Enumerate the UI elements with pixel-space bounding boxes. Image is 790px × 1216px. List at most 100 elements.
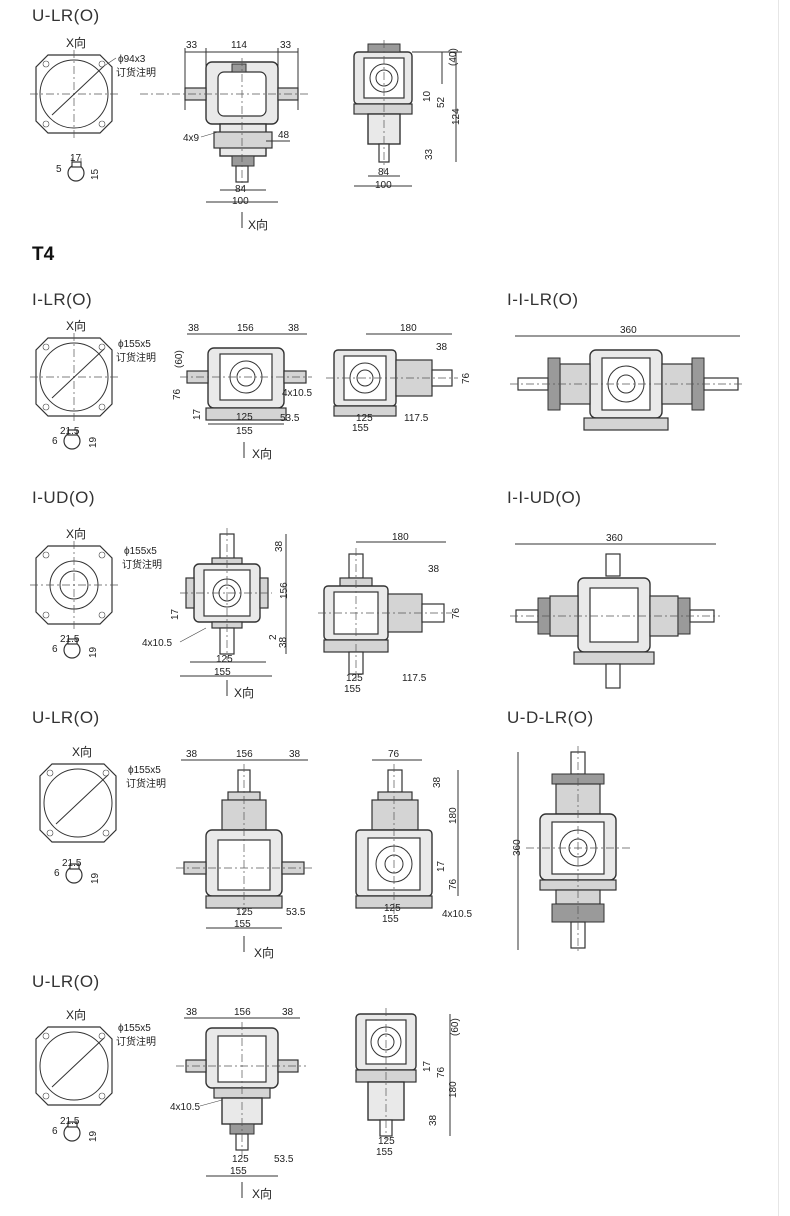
section-title-t4-iiud: I-I-UD(O)	[507, 488, 582, 507]
dim-76: 76	[436, 1066, 447, 1078]
dim-156: 156	[237, 323, 254, 334]
top-key-detail: 17 5 15	[56, 153, 101, 182]
dim-48: 48	[278, 130, 290, 141]
dim-4x10-5: 4x10.5	[142, 638, 172, 649]
dim-5: 5	[56, 164, 62, 175]
dim-125: 125	[236, 412, 253, 423]
dim-114: 114	[231, 40, 247, 51]
dim-53-5: 53.5	[286, 907, 306, 918]
dim-40p: (40)	[448, 48, 459, 66]
top-front-view: 33 114 33 4x9 48 84 100 X向	[140, 40, 308, 232]
dim-53-5: 53.5	[274, 1154, 294, 1165]
section-title-t4-udlr: U-D-LR(O)	[507, 708, 594, 727]
dim-155-side: 155	[344, 684, 361, 695]
dim-156: 156	[234, 1007, 251, 1018]
dim-100-side: 100	[375, 180, 392, 191]
dim-33-left: 33	[186, 40, 198, 51]
order-note: 订货注明	[116, 66, 156, 79]
view-label: X向	[72, 744, 92, 759]
ulr-flange-view: X向 ϕ155x5 订货注明	[39, 744, 166, 843]
dim-21-5: 21.5	[60, 1116, 80, 1127]
dim-38-right: 38	[282, 1007, 294, 1018]
dim-38-side: 38	[432, 776, 443, 788]
order-note: 订货注明	[116, 351, 156, 364]
dim-76-side: 76	[461, 372, 472, 384]
dim-17: 17	[170, 608, 181, 620]
dim-125: 125	[216, 654, 233, 665]
view-label-bottom: X向	[234, 685, 254, 700]
dim-180: 180	[400, 323, 417, 334]
dim-15: 15	[90, 168, 101, 180]
dim-155: 155	[230, 1166, 247, 1177]
dim-2: 2	[268, 634, 279, 640]
dim-125-side: 125	[384, 903, 401, 914]
section-title-top-ulr: U-LR(O)	[32, 6, 100, 25]
view-label: X向	[66, 1007, 86, 1022]
dim-17: 17	[422, 1060, 433, 1072]
dim-38-side: 38	[428, 1114, 439, 1126]
dim-21-5: 21.5	[60, 634, 80, 645]
dim-4x10-5: 4x10.5	[442, 909, 472, 920]
dim-125-side: 125	[346, 673, 363, 684]
dim-38-left: 38	[186, 749, 198, 760]
dim-19: 19	[88, 646, 99, 658]
dim-4x10-5: 4x10.5	[170, 1102, 200, 1113]
dim-76-top: 76	[388, 749, 400, 760]
section-title-t4-ilr: I-LR(O)	[32, 290, 93, 309]
dim-53-5: 53.5	[280, 413, 300, 424]
dim-33-right: 33	[280, 40, 292, 51]
dim-155-side: 155	[352, 423, 369, 434]
dim-38-side: 38	[428, 564, 440, 575]
ilr-key-detail: 21.5 6 19	[52, 426, 99, 450]
view-label-bottom: X向	[248, 217, 268, 232]
dim-21-5: 21.5	[60, 426, 80, 437]
dim-125: 125	[232, 1154, 249, 1165]
ilr-front-view: 38 156 38 (60) 76 17 4x10.5 125 53.5 155…	[172, 323, 312, 461]
iud-flange-view: X向 ϕ155x5 订货注明	[30, 526, 162, 631]
dim-6: 6	[52, 644, 58, 655]
dim-76-side: 76	[451, 607, 462, 619]
dim-156: 156	[279, 582, 290, 599]
dim-38-top: 38	[274, 540, 285, 552]
flange-spec: ϕ155x5	[118, 1023, 151, 1034]
dim-6: 6	[52, 1126, 58, 1137]
view-label-bottom: X向	[252, 446, 272, 461]
dim-360: 360	[606, 533, 623, 544]
dim-100: 100	[232, 196, 249, 207]
dim-19: 19	[90, 872, 101, 884]
iud-side-view: 180 38 76 125 117.5 155	[318, 532, 462, 695]
dim-117-5: 117.5	[402, 673, 427, 684]
dim-4x9: 4x9	[183, 133, 200, 144]
flange-spec: ϕ155x5	[118, 339, 151, 350]
dim-76: 76	[172, 388, 183, 400]
dim-125-side: 125	[356, 413, 373, 424]
view-label-bottom: X向	[252, 1186, 272, 1201]
flange-spec: ϕ155x5	[124, 546, 157, 557]
dim-38-right: 38	[289, 749, 301, 760]
ulr2-key-detail: 21.5 6 19	[52, 1116, 99, 1142]
section-title-t4-ulr: U-LR(O)	[32, 708, 100, 727]
ilr-side-view: 180 38 76 125 117.5 155	[326, 323, 472, 434]
section-title-t4-ulr2: U-LR(O)	[32, 972, 100, 991]
dim-125-side: 125	[378, 1136, 395, 1147]
iud-front-view: 38 156 2 38 17 4x10.5 125 155 X向	[142, 528, 290, 700]
dim-38-left: 38	[188, 323, 200, 334]
dim-19: 19	[88, 436, 99, 448]
dim-60p: (60)	[174, 350, 185, 368]
dim-38-side: 38	[436, 342, 448, 353]
dim-60p: (60)	[450, 1018, 461, 1036]
dim-17: 17	[192, 408, 203, 420]
iilr-view: 360	[510, 325, 745, 431]
dim-180: 180	[448, 1081, 459, 1098]
dim-38-left: 38	[186, 1007, 198, 1018]
ulr-side-view: 76 38 180 17 76 125 155 4x10.5	[355, 749, 472, 925]
ulr-front-view: 38 156 38 125 53.5 155 X向	[176, 749, 312, 960]
dim-155: 155	[234, 919, 251, 930]
ulr-key-detail: 21.5 6 19	[54, 858, 101, 884]
dim-10: 10	[422, 90, 433, 102]
series-title: T4	[32, 244, 55, 265]
top-flange-view: X向 ϕ94x3 订货注明	[30, 35, 156, 140]
dim-4x10-5: 4x10.5	[282, 388, 312, 399]
dim-360: 360	[620, 325, 637, 336]
view-label: X向	[66, 318, 86, 333]
